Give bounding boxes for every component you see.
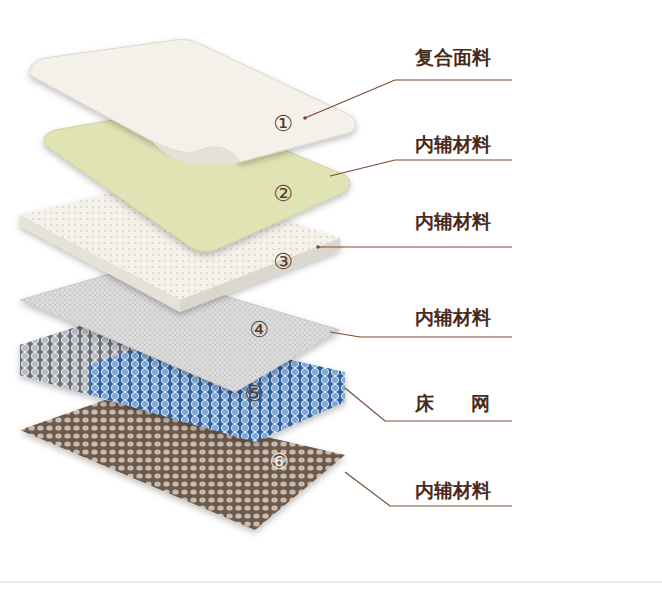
callout-number: ⑥	[269, 451, 289, 473]
part-name: 内辅材料	[415, 135, 491, 154]
part-name: 内辅材料	[415, 481, 491, 500]
callout-number: ②	[273, 183, 293, 205]
part-name: 内辅材料	[415, 212, 491, 231]
callout-number: ④	[249, 319, 269, 341]
callout-number: ③	[273, 251, 293, 273]
callout-number: ①	[273, 113, 293, 135]
part-name: 床 网	[415, 394, 490, 413]
part-name: 内辅材料	[415, 308, 491, 327]
callout-number: ⑤	[244, 383, 264, 405]
part-name: 复合面料	[415, 48, 491, 67]
